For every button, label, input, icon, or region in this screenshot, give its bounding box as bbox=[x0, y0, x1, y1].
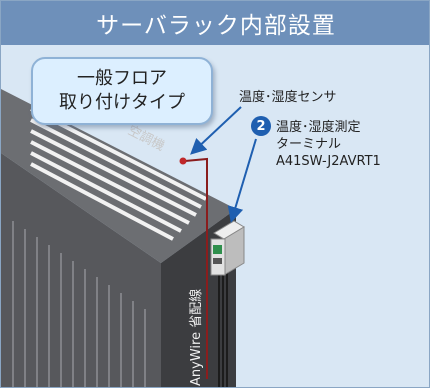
terminal-label-line2: ターミナル bbox=[276, 137, 342, 152]
terminal-unit bbox=[210, 220, 245, 276]
terminal-arrow bbox=[227, 138, 257, 223]
anywire-cables bbox=[218, 269, 228, 387]
sensor-dot bbox=[179, 157, 187, 165]
sensor-label: 温度･湿度センサ bbox=[239, 90, 337, 105]
floor-tag-line1: 一般フロア bbox=[77, 68, 167, 89]
terminal-model: A41SW-J2AVRT1 bbox=[276, 154, 381, 169]
terminal-number-badge: 2 bbox=[251, 116, 271, 136]
page-title: サーバラック内部設置 bbox=[96, 13, 336, 39]
terminal-label-line1: 温度･湿度測定 bbox=[276, 120, 361, 135]
cable-label: AnyWire 省配線 bbox=[188, 289, 204, 386]
floor-tag-line2: 取り付けタイプ bbox=[59, 92, 185, 113]
title-bar: サーバラック内部設置 bbox=[1, 1, 429, 45]
aircon-label: 空調機 bbox=[125, 123, 167, 154]
aircon-front-grille bbox=[12, 221, 146, 387]
floor-mount-tag: 一般フロア 取り付けタイプ bbox=[31, 57, 213, 125]
sensor-cable bbox=[184, 157, 208, 379]
sensor-arrow bbox=[190, 106, 242, 155]
